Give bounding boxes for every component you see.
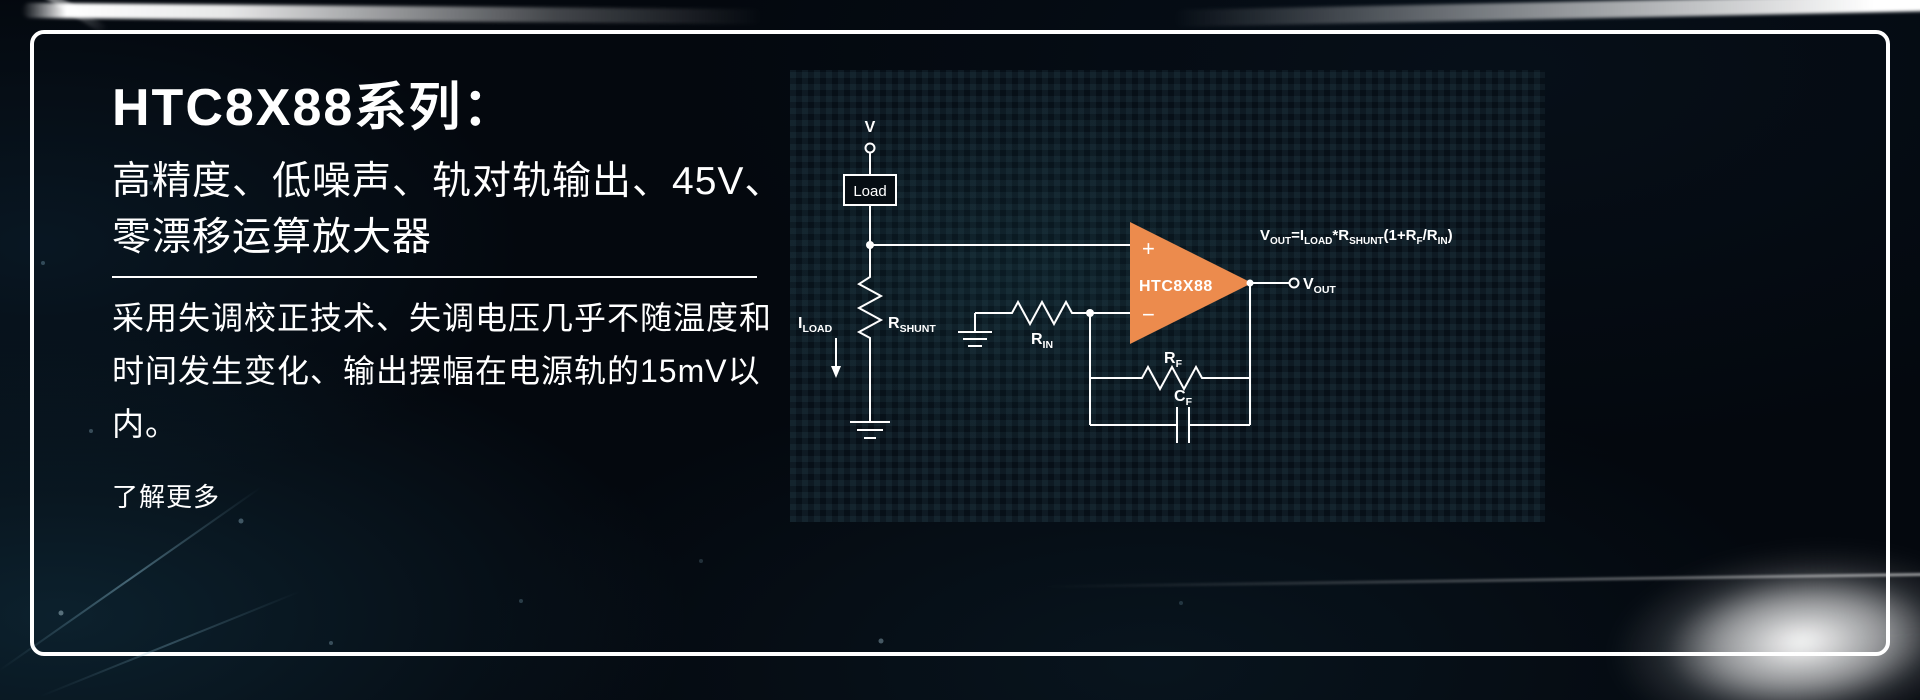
supply-terminal <box>864 142 876 154</box>
circuit-svg: V Load RSHUNT ILOAD <box>798 119 1453 443</box>
opamp: + − HTC8X88 <box>1130 222 1252 344</box>
body-paragraph: 采用失调校正技术、失调电压几乎不随温度和 时间发生变化、输出摆幅在电源轨的15m… <box>112 292 802 451</box>
opamp-part-label: HTC8X88 <box>1139 278 1213 295</box>
rin-branch: RIN <box>958 299 1090 351</box>
subtitle-line-1: 高精度、低噪声、轨对轨输出、45V、 <box>112 160 785 203</box>
load-label: Load <box>853 183 886 200</box>
minus-input-sign: − <box>1142 302 1155 327</box>
top-left-light-streak <box>21 2 763 25</box>
rin-label: RIN <box>1031 331 1053 351</box>
page-title: HTC8X88系列： <box>112 79 517 137</box>
junction-dot <box>1246 279 1254 287</box>
supply-branch: V Load <box>843 119 897 245</box>
shunt-branch: RSHUNT ILOAD <box>798 245 936 439</box>
background-star-dots <box>0 0 2 2</box>
iload-label: ILOAD <box>798 315 833 335</box>
load-box <box>843 174 897 206</box>
body-line-3: 内。 <box>112 406 179 442</box>
rf-label: RF <box>1164 350 1183 370</box>
rf-resistor <box>1090 364 1250 392</box>
transfer-function-formula: VOUT=ILOAD*RSHUNT(1+RF/RIN) <box>1260 227 1453 247</box>
top-right-light-streak <box>1173 0 1920 27</box>
rshunt-resistor <box>856 245 884 422</box>
subtitle: 高精度、低噪声、轨对轨输出、45V、 零漂移运算放大器 <box>112 154 802 266</box>
vout-label: VOUT <box>1303 276 1336 296</box>
cf-label: CF <box>1174 388 1193 408</box>
body-line-1: 采用失调校正技术、失调电压几乎不随温度和 <box>112 300 773 336</box>
circuit-diagram: V Load RSHUNT ILOAD <box>790 70 1545 522</box>
rshunt-label: RSHUNT <box>888 315 936 335</box>
divider-line <box>112 276 757 278</box>
frame-border <box>30 30 1890 656</box>
plus-input-sign: + <box>1142 236 1155 261</box>
iload-arrowhead <box>831 366 841 378</box>
opamp-triangle <box>1130 222 1252 344</box>
rin-resistor <box>975 299 1090 327</box>
output-branch: VOUT <box>1246 276 1336 296</box>
text-column: HTC8X88系列： 高精度、低噪声、轨对轨输出、45V、 零漂移运算放大器 采… <box>112 78 802 514</box>
output-terminal <box>1288 277 1300 289</box>
feedback-network: RF CF <box>1089 283 1251 443</box>
subtitle-line-2: 零漂移运算放大器 <box>112 216 433 259</box>
body-line-2: 时间发生变化、输出摆幅在电源轨的15mV以 <box>112 353 761 389</box>
supply-voltage-label: V <box>865 119 876 136</box>
learn-more-link[interactable]: 了解更多 <box>112 482 221 512</box>
